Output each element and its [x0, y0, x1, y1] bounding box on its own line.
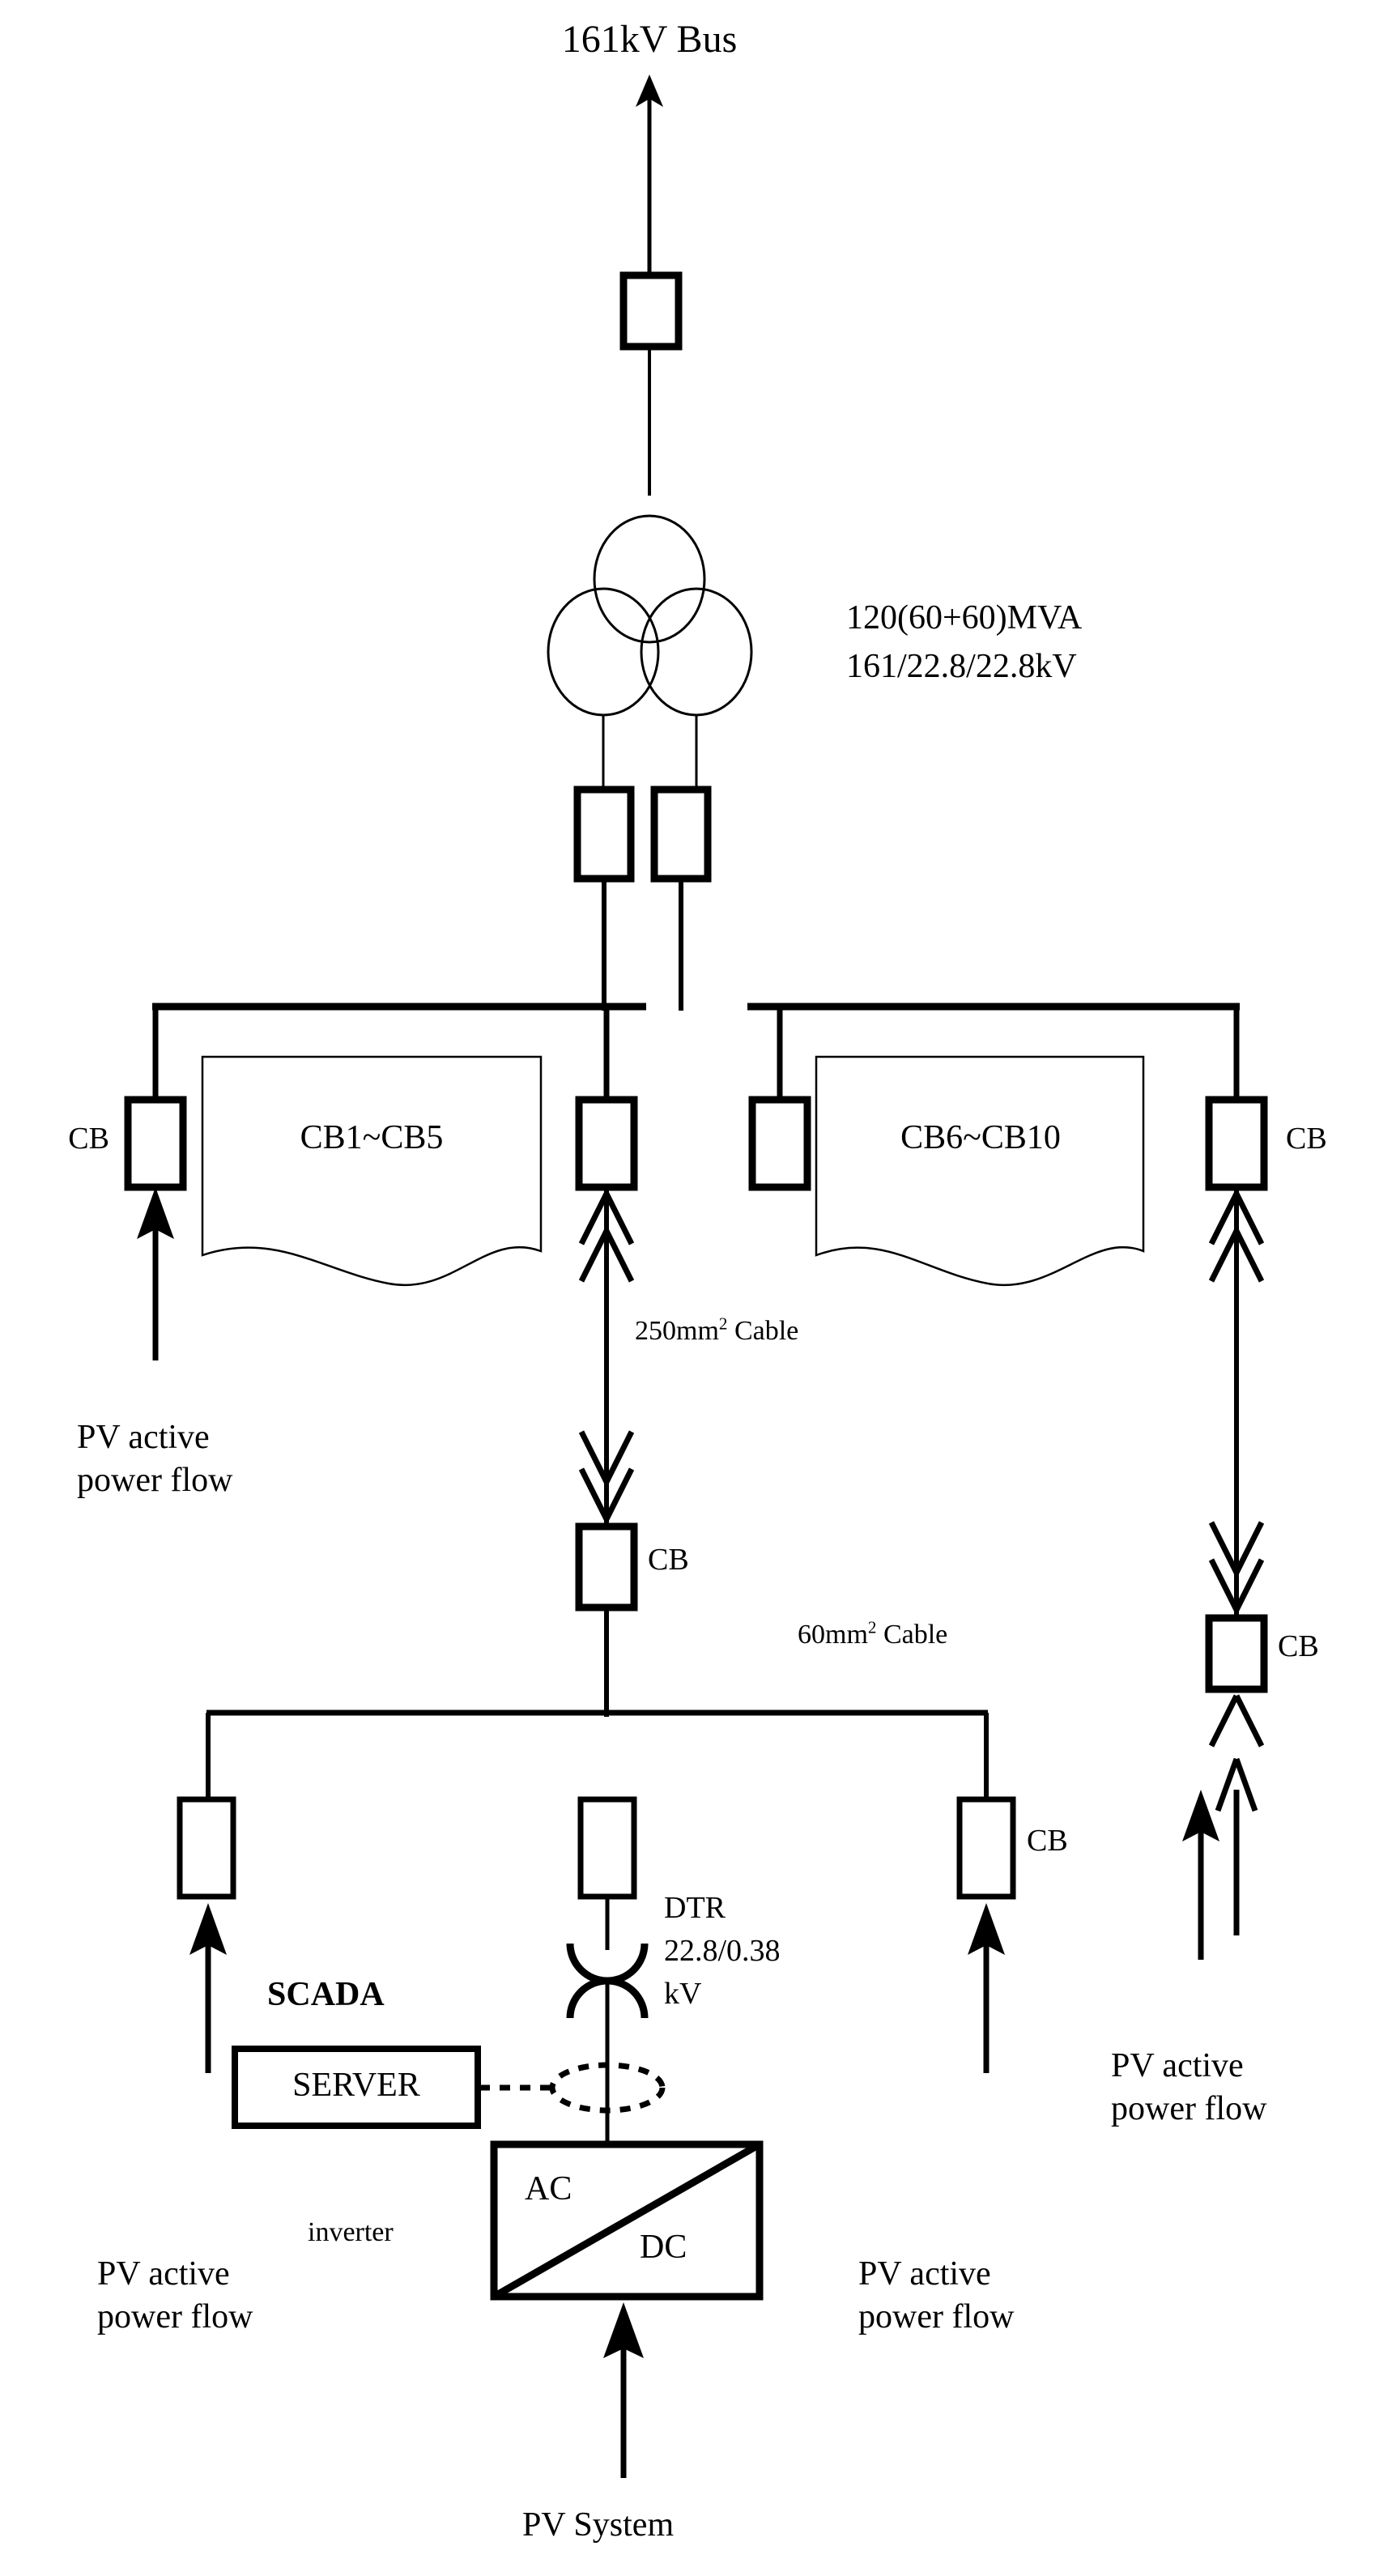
- scada-label: SCADA: [267, 1976, 385, 2013]
- pv-flow-label-1-line2: power flow: [77, 1462, 233, 1499]
- breaker-lv-mid[interactable]: [577, 1796, 637, 1900]
- breaker-feeder-far-right[interactable]: [1205, 1096, 1268, 1191]
- inverter-diagonal: [492, 2141, 762, 2300]
- pv-flow-arrow-far-left: [137, 1187, 174, 1360]
- breaker-feeder-mid-right[interactable]: [748, 1096, 811, 1191]
- pv-flow-label-4-line1: PV active: [1111, 2047, 1244, 2084]
- hv-bus-arrowhead: [636, 75, 663, 107]
- breaker-lv-left[interactable]: [177, 1796, 236, 1900]
- pv-flow-label-2-line2: power flow: [97, 2298, 253, 2335]
- pv-flow-arrow-right: [1182, 1790, 1219, 1960]
- cable-60-suffix: Cable: [876, 1620, 948, 1650]
- feeder-group-box-right: [815, 1055, 1145, 1286]
- dtr-unit-label: kV: [664, 1977, 702, 2011]
- pv-flow-chevrons-right: [1208, 1694, 1265, 1935]
- breaker-tx-lv-right[interactable]: [650, 786, 712, 883]
- cb-label-far-right: CB: [1286, 1122, 1327, 1156]
- cb-label-cable-60: CB: [1278, 1629, 1319, 1663]
- breaker-feeder-mid-left[interactable]: [575, 1096, 638, 1191]
- cable-60-label: 60mm2 Cable: [798, 1617, 1138, 1650]
- measurement-ct-ellipse: [549, 2062, 666, 2114]
- pv-flow-label-1-line1: PV active: [77, 1419, 210, 1456]
- cable-60-superscript: 2: [867, 1617, 877, 1637]
- pv-system-label: PV System: [522, 2506, 675, 2544]
- breaker-cable-60[interactable]: [1205, 1614, 1268, 1693]
- inverter-label: inverter: [308, 2217, 394, 2247]
- pv-flow-arrow-lv-left: [189, 1903, 227, 2073]
- breaker-cable-250[interactable]: [575, 1522, 638, 1612]
- main-transformer-symbol: [547, 514, 753, 717]
- cable-250-superscript: 2: [718, 1314, 728, 1334]
- pv-flow-arrow-lv-right: [968, 1903, 1005, 2073]
- cb-label-cable-250: CB: [648, 1543, 689, 1577]
- breaker-tx-lv-left[interactable]: [573, 786, 635, 883]
- pv-system-arrow: [603, 2302, 644, 2478]
- pv-flow-label-3-line2: power flow: [858, 2298, 1015, 2335]
- hv-bus-riser: [636, 75, 663, 275]
- breaker-hv[interactable]: [619, 271, 683, 351]
- breaker-lv-right[interactable]: [956, 1796, 1016, 1900]
- feeder-group-label-left: CB1~CB5: [300, 1119, 444, 1156]
- cb-label-lv-right: CB: [1027, 1824, 1068, 1858]
- cable-250-run: [578, 1187, 635, 1526]
- pv-flow-label-3-line1: PV active: [858, 2255, 991, 2293]
- cable-250-suffix: Cable: [727, 1316, 799, 1346]
- feeder-group-label-right: CB6~CB10: [900, 1119, 1061, 1156]
- inverter-dc-label: DC: [640, 2229, 687, 2266]
- transformer-voltage-label: 161/22.8/22.8kV: [846, 648, 1077, 685]
- transformer-rating-label: 120(60+60)MVA: [846, 599, 1083, 637]
- cable-60-run: [1208, 1187, 1265, 1618]
- cb-label-far-left: CB: [68, 1122, 109, 1156]
- pv-flow-label-4-line2: power flow: [1111, 2090, 1267, 2127]
- dtr-ratio-label: 22.8/0.38: [664, 1934, 781, 1968]
- scada-server-box[interactable]: [232, 2046, 481, 2129]
- pv-flow-label-2-line1: PV active: [97, 2255, 230, 2293]
- cable-250-value: 250mm: [635, 1316, 719, 1346]
- inverter-ac-label: AC: [525, 2170, 572, 2208]
- dtr-name-label: DTR: [664, 1891, 726, 1925]
- feeder-group-box-left: [201, 1055, 543, 1286]
- cable-250-label: 250mm2 Cable: [635, 1314, 1007, 1347]
- cable-60-value: 60mm: [798, 1620, 868, 1650]
- server-label: SERVER: [292, 2067, 420, 2104]
- breaker-feeder-far-left[interactable]: [124, 1096, 187, 1191]
- page-title: 161kV Bus: [561, 18, 738, 61]
